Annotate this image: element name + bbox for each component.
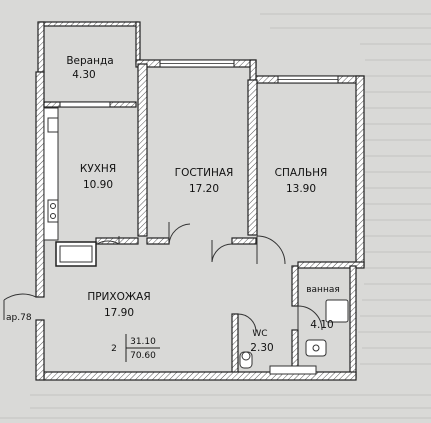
room-kitchen-name: КУХНЯ [80, 163, 116, 175]
room-hallway-area: 17.90 [104, 307, 134, 319]
room-hallway-name: ПРИХОЖАЯ [87, 291, 150, 303]
room-veranda-name: Веранда [66, 55, 113, 67]
room-bedroom: СПАЛЬНЯ 13.90 [275, 167, 328, 195]
room-living: ГОСТИНАЯ 17.20 [175, 167, 234, 195]
summary-living-area: 31.10 [130, 337, 156, 347]
room-living-area: 17.20 [189, 183, 219, 195]
room-veranda-area: 4.30 [72, 69, 95, 81]
room-bathroom-area: 4.10 [310, 319, 333, 331]
room-living-name: ГОСТИНАЯ [175, 167, 234, 179]
kitchen-counter [43, 107, 97, 267]
doors [3, 222, 323, 333]
room-wc-name: WC [252, 329, 267, 339]
room-wc: WC 2.30 [250, 329, 273, 354]
room-hallway: ПРИХОЖАЯ 17.90 [87, 291, 150, 319]
toilet-icon [239, 351, 253, 369]
room-kitchen: КУХНЯ 10.90 [80, 163, 116, 191]
windows [59, 59, 339, 108]
room-bedroom-name: СПАЛЬНЯ [275, 167, 328, 179]
room-wc-area: 2.30 [250, 342, 273, 354]
summary-total-area: 70.60 [130, 351, 156, 361]
room-bathroom-name: ванная [306, 285, 340, 295]
room-veranda: Веранда 4.30 [66, 55, 113, 81]
summary-rooms: 2 [111, 344, 117, 354]
bathtub-icon [269, 299, 349, 375]
room-bedroom-area: 13.90 [286, 183, 316, 195]
apartment-label: ap.78 [6, 313, 32, 323]
room-bathroom: ванная 4.10 [306, 285, 340, 331]
summary-box: 2 31.10 70.60 [111, 334, 160, 362]
room-kitchen-area: 10.90 [83, 179, 113, 191]
